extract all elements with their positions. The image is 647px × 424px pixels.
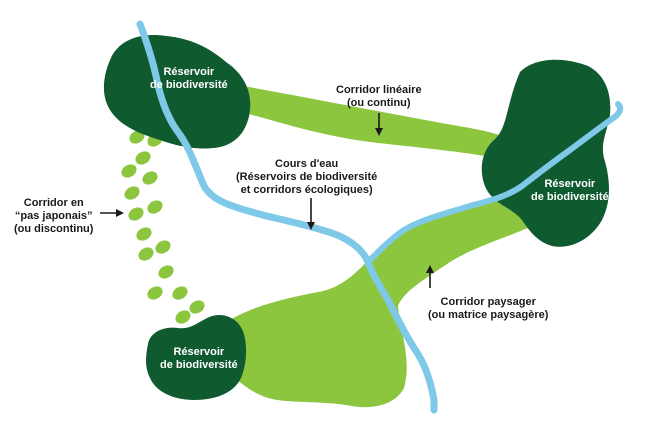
stepping-stone-4 — [135, 151, 151, 165]
stepping-stone-5 — [121, 164, 137, 178]
reservoir-top-left — [103, 35, 251, 149]
reservoir-bottom-left — [146, 314, 247, 400]
label-corridor-paysager: Corridor paysager (ou matrice paysagère) — [428, 296, 548, 322]
river — [136, 20, 624, 414]
stepping-stone-corridor — [121, 110, 205, 324]
label-line: (ou continu) — [347, 97, 411, 109]
stepping-stone-6 — [142, 171, 158, 185]
label-line: (Réservoirs de biodiversité — [236, 171, 378, 183]
label-line: de biodiversité — [150, 79, 228, 91]
stepping-stone-14 — [147, 286, 163, 300]
linear-corridor — [232, 84, 510, 160]
label-line: Corridor paysager — [440, 296, 536, 308]
stepping-stone-2 — [129, 130, 145, 144]
stepping-stone-16 — [189, 300, 205, 314]
label-reservoir-right: Réservoir de biodiversité — [531, 178, 609, 204]
label-reservoir-bottom-left: Réservoir de biodiversité — [160, 346, 238, 372]
label-corridor-lineaire: Corridor linéaire (ou continu) — [336, 84, 422, 110]
label-line: et corridors écologiques) — [240, 184, 373, 196]
landscape-corridor — [208, 192, 535, 408]
stepping-stone-8 — [147, 200, 163, 214]
label-line: Corridor en — [23, 197, 84, 209]
stepping-stone-15 — [172, 286, 188, 300]
label-line: (ou discontinu) — [14, 223, 94, 235]
label-corridor-pas-japonais: Corridor en “pas japonais” (ou discontin… — [14, 197, 93, 236]
label-line: Réservoir — [173, 346, 225, 358]
label-line: Cours d'eau — [275, 158, 339, 170]
stepping-stone-10 — [136, 227, 152, 241]
label-line: Corridor linéaire — [336, 84, 422, 96]
stepping-stone-12 — [138, 247, 154, 261]
label-line: Réservoir — [163, 66, 215, 78]
label-line: (ou matrice paysagère) — [428, 309, 549, 321]
label-reservoir-top-left: Réservoir de biodiversité — [150, 66, 228, 92]
label-line: Réservoir — [544, 178, 596, 190]
label-line: de biodiversité — [531, 191, 609, 203]
stepping-stone-7 — [124, 186, 140, 200]
label-cours-deau: Cours d'eau (Réservoirs de biodiversité … — [236, 158, 377, 197]
label-line: “pas japonais” — [14, 210, 93, 222]
stepping-stone-9 — [128, 207, 144, 221]
stepping-stone-13 — [158, 265, 174, 279]
stepping-stone-11 — [155, 240, 171, 254]
reservoir-right — [481, 59, 611, 247]
label-line: de biodiversité — [160, 359, 238, 371]
stepping-stone-17 — [175, 310, 191, 324]
